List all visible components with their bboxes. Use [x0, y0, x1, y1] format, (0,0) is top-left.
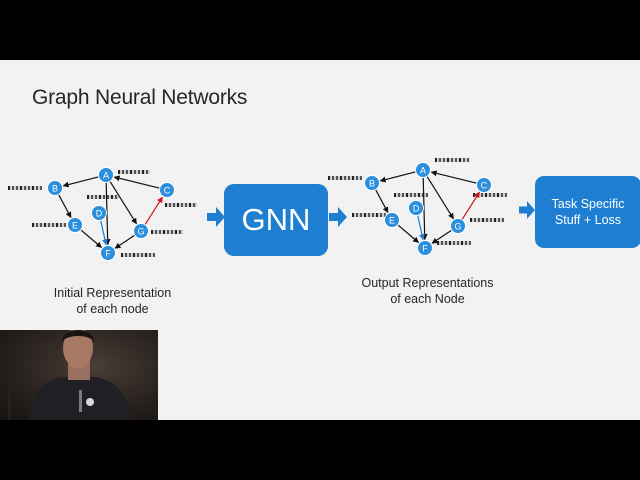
node-label: C	[481, 181, 488, 191]
mic-stand	[8, 365, 11, 420]
feature-vector-icon	[437, 241, 471, 245]
feature-vector-icon	[32, 223, 66, 227]
gnn-label: GNN	[241, 202, 311, 237]
edge-D-F	[417, 215, 425, 241]
caption-initial-representation: Initial Representation of each node	[30, 285, 195, 317]
node-g	[450, 218, 466, 234]
caption-line-2: of each node	[76, 302, 149, 316]
node-label: A	[103, 171, 109, 181]
node-e	[384, 212, 400, 228]
right-block-arrow-icon	[519, 201, 535, 219]
edge-G-F	[431, 229, 453, 244]
node-label: D	[96, 209, 103, 219]
edge-B-E	[375, 189, 389, 214]
right-block-arrow-icon	[207, 207, 225, 227]
feature-vector-icon	[151, 230, 183, 234]
node-b	[364, 175, 380, 191]
feature-vector-icon	[8, 186, 42, 190]
caption-output-representations: Output Representations of each Node	[340, 275, 515, 307]
node-f	[100, 245, 116, 261]
edge-A-B	[379, 171, 416, 183]
feature-vector-icon	[328, 176, 362, 180]
head	[63, 330, 93, 368]
edge-D-F	[100, 220, 108, 246]
edge-A-G	[109, 181, 138, 225]
node-label: F	[422, 244, 428, 254]
edge-E-F	[80, 229, 102, 248]
feature-vector-icon	[352, 213, 386, 217]
caption-line-1: Initial Representation	[53, 286, 172, 300]
right-block-arrow-icon	[329, 207, 347, 227]
node-label: C	[164, 186, 171, 196]
node-label: G	[137, 227, 144, 237]
node-a	[415, 162, 431, 178]
edge-A-B	[62, 176, 99, 188]
edge-A-F	[421, 177, 428, 241]
speaker-webcam	[0, 330, 158, 420]
feature-vector-icon	[121, 253, 155, 257]
caption-line-1: Output Representations	[361, 276, 494, 290]
feature-vector-icon	[87, 195, 119, 199]
gnn-box: GNN	[224, 184, 328, 256]
node-a	[98, 167, 114, 183]
slide-title: Graph Neural Networks	[32, 86, 248, 109]
node-f	[417, 240, 433, 256]
node-label: B	[52, 184, 58, 194]
node-c	[159, 182, 175, 198]
edge-G-C	[144, 196, 163, 225]
edge-B-E	[58, 194, 72, 219]
edge-C-A	[113, 175, 160, 189]
node-e	[67, 217, 83, 233]
feature-vector-icon	[118, 170, 150, 174]
edge-A-F	[104, 182, 111, 246]
node-label: E	[389, 216, 395, 226]
input-graph: A B C D E F G	[8, 167, 197, 261]
node-label: A	[420, 166, 426, 176]
feature-vector-icon	[470, 218, 504, 222]
zipper	[79, 390, 82, 412]
node-g	[133, 223, 149, 239]
edge-C-A	[430, 170, 477, 184]
slide: Graph Neural Networks A B C D E F G Initial Re…	[0, 60, 640, 420]
node-label: F	[105, 249, 111, 259]
feature-vector-icon	[165, 203, 197, 207]
caption-line-2: of each Node	[390, 292, 465, 306]
task-label-line-2: Stuff + Loss	[554, 213, 622, 227]
node-d	[91, 205, 107, 221]
speaker-silhouette	[8, 330, 130, 420]
node-c	[476, 177, 492, 193]
node-label: D	[413, 204, 420, 214]
feature-vector-icon	[435, 158, 469, 162]
badge-icon	[86, 398, 94, 406]
edge-G-C	[461, 191, 480, 220]
task-specific-box: Task Specific Stuff + Loss	[535, 176, 640, 248]
output-graph: A B C D E F G	[328, 158, 507, 256]
hair	[62, 330, 94, 342]
task-label-line-1: Task Specific	[551, 197, 625, 211]
edge-A-G	[426, 176, 455, 220]
edge-G-F	[114, 234, 136, 249]
node-label: E	[72, 221, 78, 231]
node-label: G	[454, 222, 461, 232]
feature-vector-icon	[394, 193, 428, 197]
node-d	[408, 200, 424, 216]
node-label: B	[369, 179, 375, 189]
edge-E-F	[397, 224, 419, 243]
node-b	[47, 180, 63, 196]
